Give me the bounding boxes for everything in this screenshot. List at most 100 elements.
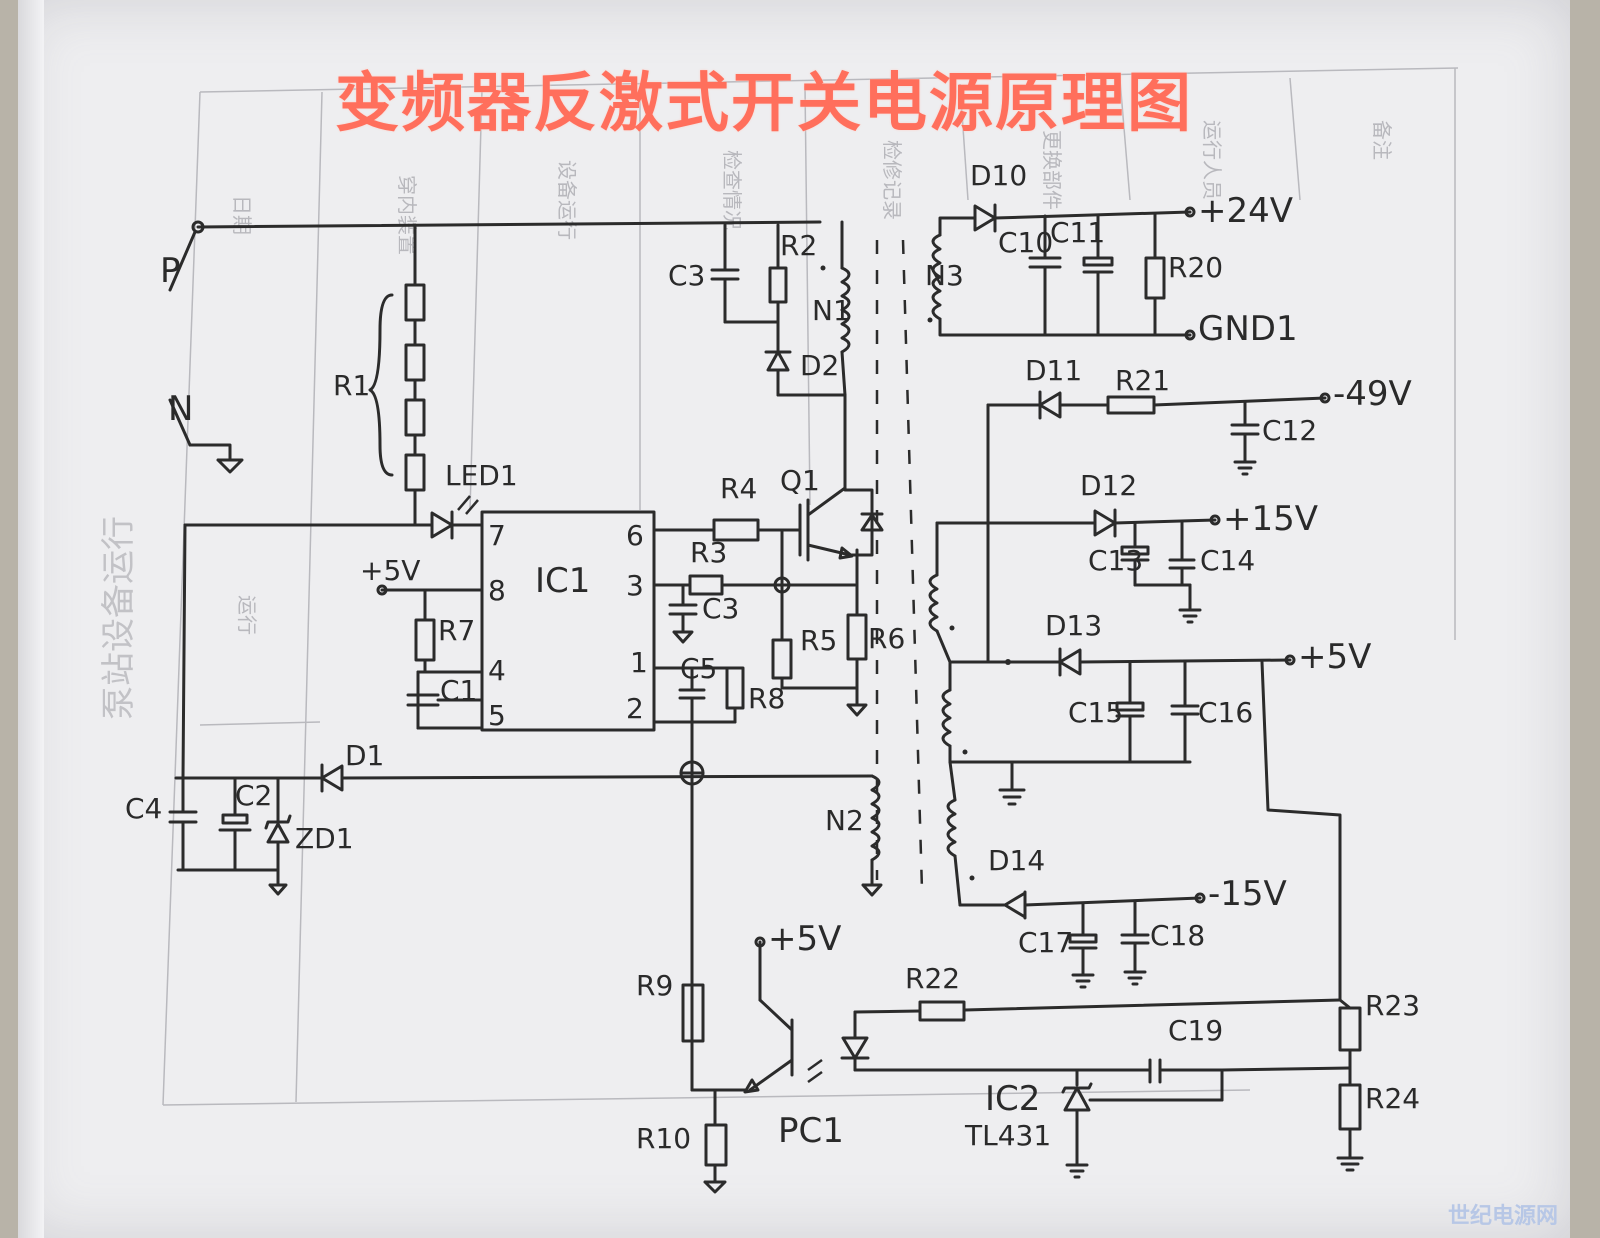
label-ic1: IC1 [535,561,590,601]
label-c10: C10 [998,226,1053,259]
label-r9: R9 [636,969,673,1002]
label-r21: R21 [1115,364,1170,397]
label-c1: C1 [440,674,477,707]
r1-element-4 [404,453,426,492]
label-d14: D14 [988,844,1045,877]
label-15v: +15V [1223,499,1318,539]
label-tl431: TL431 [964,1119,1051,1152]
ic1-pin-labels: 7 8 4 5 6 3 1 2 [488,519,648,732]
label-c3-bottom: C3 [702,592,739,625]
col-header-1: 日期 [230,195,254,235]
background-print-text: 泵站设备运行 日期 穿内装置 设备运行 检查情况 检修记录 更换部件 运行人员 … [99,120,1394,720]
component-labels: R1 R2 R3 R4 R5 R6 R7 R8 R9 R10 R20 R21 R… [125,159,1420,1155]
label-pc1: PC1 [778,1111,844,1151]
r5-resistor [771,638,793,680]
label-c11: C11 [1050,216,1105,249]
label-q1: Q1 [780,464,820,497]
r23-resistor [1338,1006,1362,1052]
label-24v: +24V [1198,191,1293,231]
transformer-core [875,239,924,891]
label-r4: R4 [720,472,757,505]
label-n: N [168,389,193,429]
label-r5: R5 [800,624,837,657]
label-c4: C4 [125,792,162,825]
label-r7: R7 [438,614,475,647]
label-d13: D13 [1045,609,1102,642]
label-5v-out: +5V [1298,637,1371,677]
d13-symbol [1058,648,1082,676]
ic1-pin-4: 4 [488,654,506,687]
col-header-6: 更换部件 [1040,130,1064,210]
ic1-pin-5: 5 [488,699,506,732]
r1-element-1 [404,283,426,322]
box-print-text: 运行 [235,595,259,635]
label-d1: D1 [345,739,384,772]
notebook-grid [162,67,1459,1106]
label-r10: R10 [636,1122,691,1155]
label-r6: R6 [868,622,905,655]
r1-element-2 [404,343,426,382]
label-r8: R8 [748,682,785,715]
n2-winding [870,774,881,862]
ic1-pin-7: 7 [488,519,506,552]
label-gnd1: GND1 [1198,309,1298,349]
winding-5v [941,688,952,748]
r20-resistor [1144,256,1166,300]
col-header-4: 检查情况 [720,150,744,230]
label-r20: R20 [1168,251,1223,284]
zd1-symbol [266,822,290,844]
label-m15v: -15V [1208,874,1287,914]
label-c17: C17 [1018,926,1073,959]
label-c15: C15 [1068,696,1123,729]
label-r23: R23 [1365,989,1420,1022]
ic1-pin-1: 1 [630,646,648,679]
page-title: 变频器反激式开关电源原理图 [335,67,1193,141]
ic1-pin-6: 6 [626,519,644,552]
label-c19: C19 [1168,1014,1223,1047]
label-c14: C14 [1200,544,1255,577]
label-n2: N2 [825,804,864,837]
col-header-8: 备注 [1370,120,1394,160]
n3-winding [931,233,942,321]
r24-resistor [1338,1083,1362,1131]
winding-m15v [946,798,957,858]
label-r3: R3 [690,536,727,569]
d14-symbol [1003,891,1027,919]
label-c13: C13 [1088,544,1143,577]
label-c2: C2 [235,779,272,812]
label-5v-ic: +5V [360,554,420,587]
label-d11: D11 [1025,354,1082,387]
terminal-labels: P N +24V GND1 -49V +15V +5V -15V +5V +5V [160,191,1412,959]
primary-wiring [168,220,884,1194]
d2-symbol [766,350,790,372]
r1-brace [368,293,394,477]
secondary-wiring [840,203,1364,1179]
vertical-print-text: 泵站设备运行 [99,516,139,720]
d10-symbol [973,204,997,232]
d1-symbol [320,764,344,792]
ic2-symbol [1063,1086,1091,1112]
r2-resistor [768,266,788,304]
label-r1: R1 [333,369,370,402]
terminal-p [191,220,205,234]
ic1-pin-8: 8 [488,574,506,607]
r9-resistor [681,983,705,1043]
watermark-text: 世纪电源网 [1447,1204,1558,1229]
r1-element-3 [404,398,426,437]
label-m49v: -49V [1333,374,1412,414]
r8-resistor [725,666,745,710]
ic1-box [480,510,656,732]
label-c12: C12 [1262,414,1317,447]
label-r22: R22 [905,962,960,995]
label-n3: N3 [925,259,964,292]
paper-sheet [18,0,1570,1238]
label-zd1: ZD1 [295,822,354,855]
label-r24: R24 [1365,1082,1420,1115]
led1-symbol [430,511,454,539]
d12-symbol [1093,509,1117,537]
r6-resistor [846,613,868,661]
r21-resistor [1106,395,1156,415]
notebook-fold [18,0,44,1238]
label-d2: D2 [800,349,839,382]
